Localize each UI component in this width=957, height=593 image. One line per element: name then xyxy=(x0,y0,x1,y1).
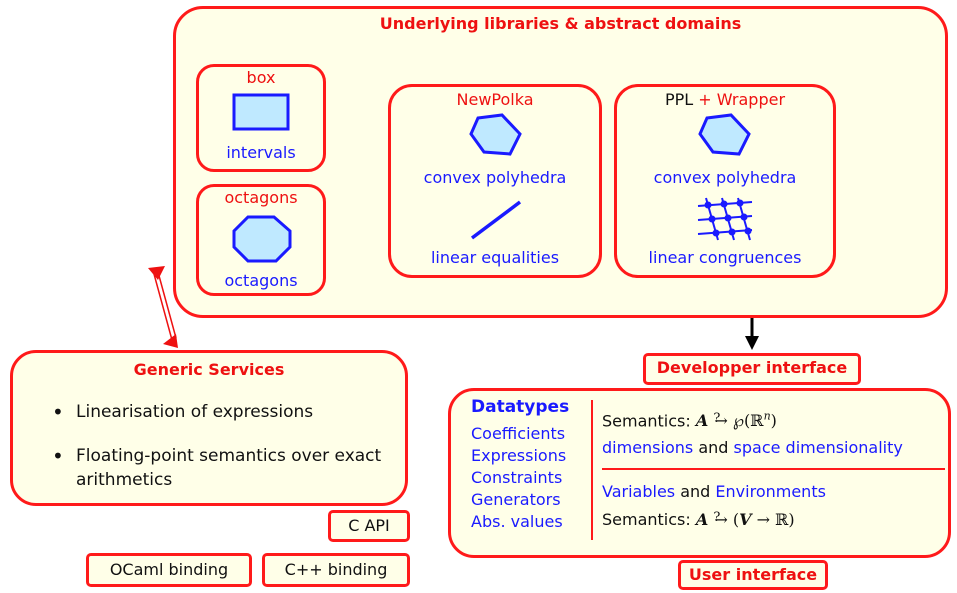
developper-interface-label: Developper interface xyxy=(656,358,848,377)
developper-interface-box xyxy=(643,353,861,385)
octagons-title: octagons xyxy=(224,188,298,207)
service-item-floating-point: Floating-point semantics over exact arit… xyxy=(48,444,398,492)
ppl-caption-polyhedra: convex polyhedra xyxy=(653,168,797,187)
service-item-linearisation: Linearisation of expressions xyxy=(48,400,398,424)
dims-b: space dimensionality xyxy=(733,438,903,457)
ppl-caption-congruences: linear congruences xyxy=(648,248,802,267)
semantics-2-formula: A ?→ (V → ℝ) xyxy=(695,510,795,529)
dims-a: dimensions xyxy=(602,438,694,457)
datatypes-title: Datatypes xyxy=(471,397,570,417)
datatype-expressions: Expressions xyxy=(471,446,567,465)
developer-arrowhead xyxy=(745,336,759,350)
dims-and: and xyxy=(698,438,729,457)
vars-a: Variables xyxy=(602,482,676,501)
ppl-title: PPL + Wrapper xyxy=(614,90,836,109)
generic-services-list: Linearisation of expressions Floating-po… xyxy=(48,400,398,492)
newpolka-caption-equalities: linear equalities xyxy=(430,248,560,267)
newpolka-caption-polyhedra: convex polyhedra xyxy=(423,168,567,187)
user-interface-label: User interface xyxy=(688,565,818,584)
ppl-title-plus: + xyxy=(698,90,712,109)
services-arrowhead-bottom xyxy=(163,334,178,348)
semantics-1-formula: A ?→ ℘(ℝn) xyxy=(695,410,777,431)
ppl-polyhedron-icon xyxy=(698,113,751,156)
octagons-caption: octagons xyxy=(224,271,298,290)
line-icon xyxy=(470,200,522,240)
generic-services-title: Generic Services xyxy=(133,360,285,379)
datatype-generators: Generators xyxy=(471,490,561,509)
vars-b: Environments xyxy=(715,482,826,501)
ocaml-binding-label: OCaml binding xyxy=(109,560,229,579)
datatypes-list: Coefficients Expressions Constraints Gen… xyxy=(471,423,566,533)
vertical-divider xyxy=(591,400,593,540)
datatype-coefficients: Coefficients xyxy=(471,424,566,443)
datatype-constraints: Constraints xyxy=(471,468,563,487)
user-interface-panel xyxy=(448,388,951,558)
datatype-abs-values: Abs. values xyxy=(471,512,563,531)
newpolka-title: NewPolka xyxy=(456,90,534,109)
semantics-line-2: Semantics: A ?→ (V → ℝ) xyxy=(602,510,795,529)
dimensions-line: dimensions and space dimensionality xyxy=(602,438,903,457)
c-api-label: C API xyxy=(348,516,390,535)
octagon-icon xyxy=(232,215,292,263)
ocaml-binding-box xyxy=(86,553,252,587)
ppl-title-b: Wrapper xyxy=(716,90,786,109)
semantics-1-prefix: Semantics: xyxy=(602,411,691,431)
variables-line: Variables and Environments xyxy=(602,482,826,501)
cpp-binding-box xyxy=(262,553,410,587)
box-icon xyxy=(232,93,290,131)
box-title: box xyxy=(246,68,276,87)
services-double-arrow xyxy=(153,271,177,341)
polyhedron-icon xyxy=(469,113,522,156)
horizontal-divider xyxy=(602,468,945,470)
user-interface-box xyxy=(678,560,828,590)
services-arrowhead-top xyxy=(148,266,165,280)
box-caption: intervals xyxy=(226,143,296,162)
cpp-binding-label: C++ binding xyxy=(284,560,388,579)
semantics-line-1: Semantics: A ?→ ℘(ℝn) xyxy=(602,410,777,430)
libraries-title: Underlying libraries & abstract domains xyxy=(379,14,742,33)
ppl-title-a: PPL xyxy=(664,90,694,109)
semantics-2-prefix: Semantics: xyxy=(602,510,691,529)
c-api-box xyxy=(328,510,410,542)
vars-and: and xyxy=(680,482,711,501)
congruence-lattice-icon xyxy=(697,197,753,241)
